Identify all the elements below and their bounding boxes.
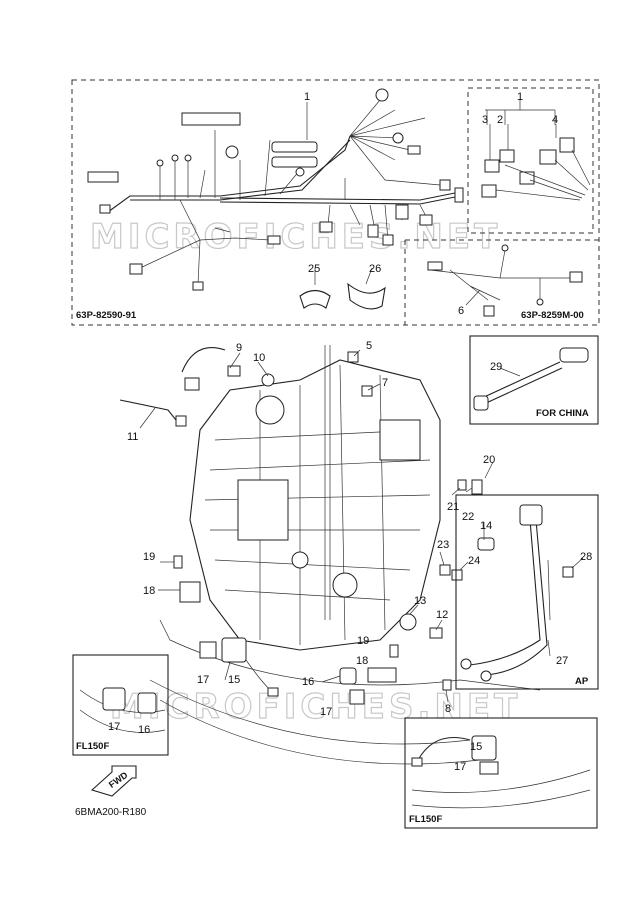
- callout-25: 25: [308, 263, 320, 275]
- callout-26: 26: [369, 263, 381, 275]
- callout-10: 10: [253, 352, 265, 364]
- ap-label: AP: [575, 676, 589, 687]
- callout-22: 22: [462, 511, 474, 523]
- small-parts: [119, 347, 574, 705]
- callout-1-inset: 1: [517, 91, 523, 103]
- callout-18-mid: 18: [356, 655, 368, 667]
- fl150f-left-label: FL150F: [76, 741, 109, 752]
- sub-harness-code: 63P-8259M-00: [521, 310, 584, 321]
- callout-17-fl-right: 17: [454, 761, 466, 773]
- callout-16-fl: 16: [138, 724, 150, 736]
- callout-29: 29: [490, 361, 502, 373]
- fwd-arrow-icon: [90, 765, 137, 797]
- callout-5: 5: [366, 340, 372, 352]
- fl150f-left-box: [72, 654, 169, 756]
- callout-1-main: 1: [304, 91, 310, 103]
- callout-24: 24: [468, 555, 480, 567]
- callout-6: 6: [458, 305, 464, 317]
- watermark-bottom: MICROFICHES.NET: [110, 687, 521, 727]
- callout-20: 20: [483, 454, 495, 466]
- callout-13: 13: [414, 595, 426, 607]
- callout-19-mid: 19: [357, 635, 369, 647]
- callout-23: 23: [437, 539, 449, 551]
- fl150f-right-label: FL150F: [409, 814, 442, 825]
- callout-12: 12: [436, 609, 448, 621]
- clamps-25-26: [299, 282, 386, 310]
- callout-9: 9: [236, 342, 242, 354]
- callout-18: 18: [143, 585, 155, 597]
- wire-harness-1: [87, 88, 464, 291]
- callout-27: 27: [556, 655, 568, 667]
- leader-lines: [139, 102, 584, 703]
- callout-17: 17: [197, 674, 209, 686]
- watermark-top: MICROFICHES.NET: [90, 217, 501, 257]
- callout-14: 14: [480, 520, 492, 532]
- fl150f-right-box: [404, 717, 598, 829]
- callout-8: 8: [445, 703, 451, 715]
- main-harness-code: 63P-82590-91: [76, 310, 137, 321]
- callout-7: 7: [382, 377, 388, 389]
- callout-28: 28: [580, 551, 592, 563]
- ap-box: [455, 494, 599, 690]
- callout-15: 15: [228, 674, 240, 686]
- callout-21: 21: [447, 501, 459, 513]
- callout-17-mid: 17: [320, 706, 332, 718]
- fwd-label: FWD: [107, 770, 130, 790]
- callout-15-fl: 15: [470, 741, 482, 753]
- callout-3: 3: [482, 114, 488, 126]
- sub-harness-connectors: [481, 100, 591, 201]
- callout-11: 11: [127, 431, 138, 443]
- callouts: 1 1 2 3 4 5 6 7 8 9 10 11 12 13 14 15 15…: [108, 91, 592, 773]
- callout-19: 19: [143, 551, 155, 563]
- reference-code: 6BMA200-R180: [75, 807, 147, 818]
- callout-4: 4: [552, 114, 558, 126]
- for-china-box: [469, 335, 599, 425]
- main-harness-box: [71, 79, 600, 326]
- engine-block: [149, 345, 541, 765]
- wire-harness-6: [427, 244, 583, 317]
- china-label: FOR CHINA: [536, 408, 589, 419]
- callout-16: 16: [302, 676, 314, 688]
- callout-2: 2: [497, 114, 503, 126]
- callout-17-fl-left: 17: [108, 721, 120, 733]
